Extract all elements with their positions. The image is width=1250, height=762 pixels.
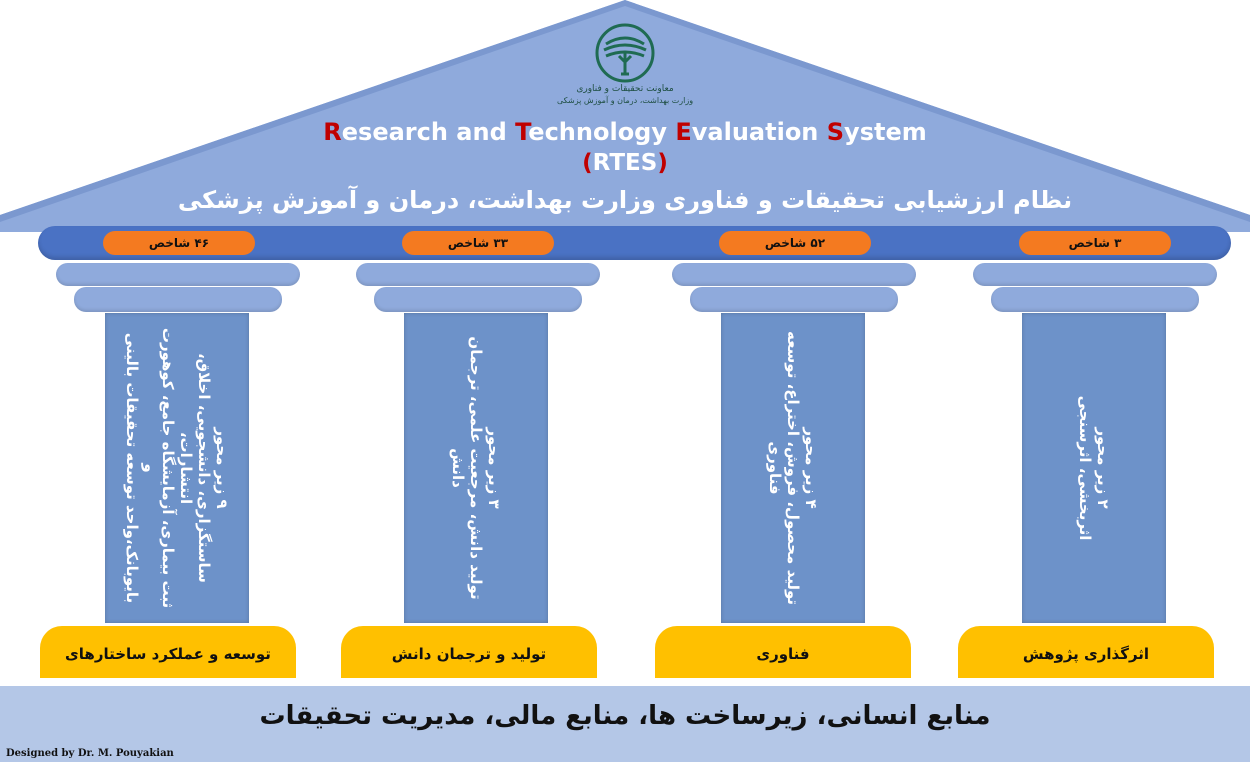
pillar-4-base: اثرگذاری پژوهش: [958, 626, 1214, 678]
abbr-close-paren: ): [657, 150, 668, 176]
logo-caption-ministry: وزارت بهداشت، درمان و آموزش پزشکی: [556, 96, 694, 105]
title-word-technology: echnology: [528, 118, 676, 146]
pillar-3-indicator-badge: ۵۲ شاخص: [719, 231, 871, 255]
roof-pediment: [0, 0, 1250, 232]
pillar-1-base: توسعه و عملکرد ساختارهای تحقیقاتی: [40, 626, 296, 719]
pillar-4-line-2: اثربخشی، اثرسنجی: [1076, 395, 1094, 541]
pillar-3-line-3: فناوری: [766, 441, 784, 495]
pillar-4-capital-bottom: [991, 287, 1199, 312]
pillar-4-capital-top: [973, 263, 1217, 286]
pillar-2-base: تولید و ترجمان دانش: [341, 626, 597, 678]
logo-caption-deputy: معاونت تحقیقات و فناوری: [576, 84, 674, 94]
pillar-2-capital-top: [356, 263, 600, 286]
tree-logo-icon: [595, 23, 655, 83]
pillar-3-line-1: ۴ زیر محور: [802, 427, 820, 509]
pillar-1-line-4: بایوبانک،واحد توسعه تحقیقات بالینی: [123, 332, 141, 604]
pillar-3-description: ۴ زیر محور تولید محصول، فروش، اختراع، تو…: [766, 323, 820, 613]
foundation-slab: [0, 686, 1250, 762]
pillar-4-indicator-badge: ۳ شاخص: [1019, 231, 1171, 255]
title-initial-t: T: [515, 118, 529, 146]
persian-title: نظام ارزشیابی تحقیقات و فناوری وزارت بهد…: [177, 186, 1073, 214]
pillar-2-shaft: ۳ زیر محور تولید دانش، مرجعیت علمی، ترجم…: [404, 313, 548, 623]
pillar-2-line-2: تولید دانش، مرجعیت علمی، ترجمان دانش: [449, 336, 485, 600]
pillar-1-line-2: ساستگزاری، دانشجویی، اخلاق، انتشارات،: [177, 353, 213, 583]
pillar-1-line-3: ثبت بیماری، آزمایشگاه جامع، کوهورت و: [141, 327, 177, 609]
abbr-open-paren: (: [582, 150, 593, 176]
pillar-2-description: ۳ زیر محور تولید دانش، مرجعیت علمی، ترجم…: [449, 323, 503, 613]
pillar-2-line-1: ۳ زیر محور: [485, 427, 503, 509]
title-word-evaluation: valuation: [691, 118, 827, 146]
english-title: Research and Technology Evaluation Syste…: [225, 118, 1025, 146]
title-abbreviation: (RTES): [525, 150, 725, 176]
pillar-1-capital-top: [56, 263, 300, 286]
pillar-1-shaft: ۹ زیر محور ساستگزاری، دانشجویی، اخلاق، ا…: [105, 313, 249, 623]
designer-credit: Designed by Dr. M. Pouyakian: [6, 748, 174, 759]
pillar-3-base: فناوری: [655, 626, 911, 678]
pillar-3-shaft: ۴ زیر محور تولید محصول، فروش، اختراع، تو…: [721, 313, 865, 623]
pillar-3-capital-top: [672, 263, 916, 286]
pillar-1-line-1: ۹ زیر محور: [213, 427, 231, 509]
pillar-2-capital-bottom: [374, 287, 582, 312]
pillar-1-indicator-badge: ۴۶ شاخص: [103, 231, 255, 255]
pillar-1-capital-bottom: [74, 287, 282, 312]
foundation-label: منابع انسانی، زیرساخت ها، منابع مالی، مد…: [259, 701, 991, 731]
title-word-system: ystem: [844, 118, 927, 146]
ministry-logo: [575, 22, 675, 112]
pillar-1-description: ۹ زیر محور ساستگزاری، دانشجویی، اخلاق، ا…: [123, 323, 231, 613]
pillar-3-capital-bottom: [690, 287, 898, 312]
pillar-4-line-1: ۲ زیر محور: [1094, 427, 1112, 509]
pillar-4-description: ۲ زیر محور اثربخشی، اثرسنجی: [1076, 323, 1112, 613]
pillar-3-line-2: تولید محصول، فروش، اختراع، توسعه: [784, 330, 802, 606]
title-initial-s: S: [826, 118, 845, 146]
title-word-research: esearch and: [341, 118, 516, 146]
title-initial-e: E: [675, 118, 692, 146]
abbr-text: RTES: [592, 150, 658, 176]
pillar-2-indicator-badge: ۳۳ شاخص: [402, 231, 554, 255]
title-initial-r: R: [323, 118, 342, 146]
pillar-4-shaft: ۲ زیر محور اثربخشی، اثرسنجی: [1022, 313, 1166, 623]
